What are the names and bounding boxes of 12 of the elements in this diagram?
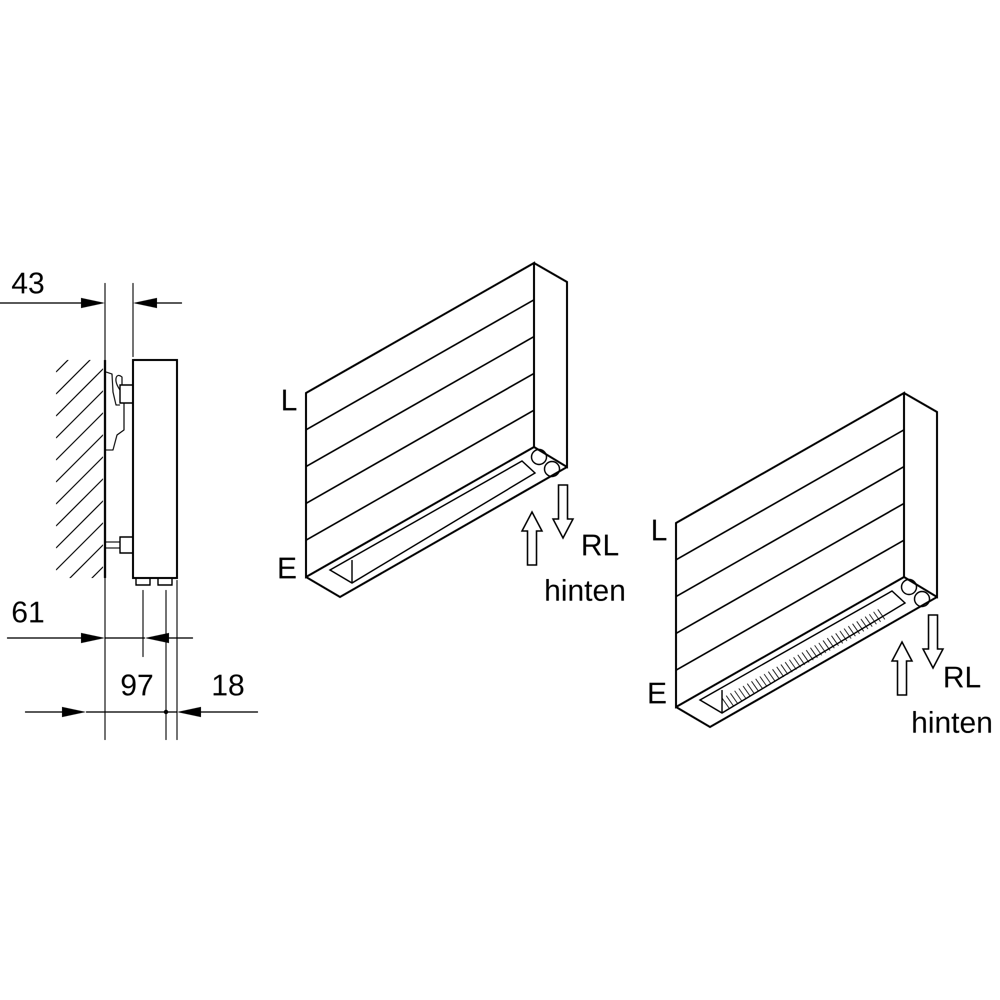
dimension-label: 43 xyxy=(12,272,44,294)
connection-label: RL xyxy=(583,534,618,556)
dimension-label: 61 xyxy=(12,601,44,623)
dimension-label: 97 xyxy=(122,674,152,696)
connection-label: hinten xyxy=(913,711,991,734)
connection-label: hinten xyxy=(546,579,624,602)
connection-label: L xyxy=(653,520,666,540)
dimension-label: 18 xyxy=(214,674,244,696)
connection-label: RL xyxy=(945,666,980,688)
connection-label: E xyxy=(279,558,296,578)
connection-label: L xyxy=(283,390,296,410)
connection-label: E xyxy=(649,682,666,704)
